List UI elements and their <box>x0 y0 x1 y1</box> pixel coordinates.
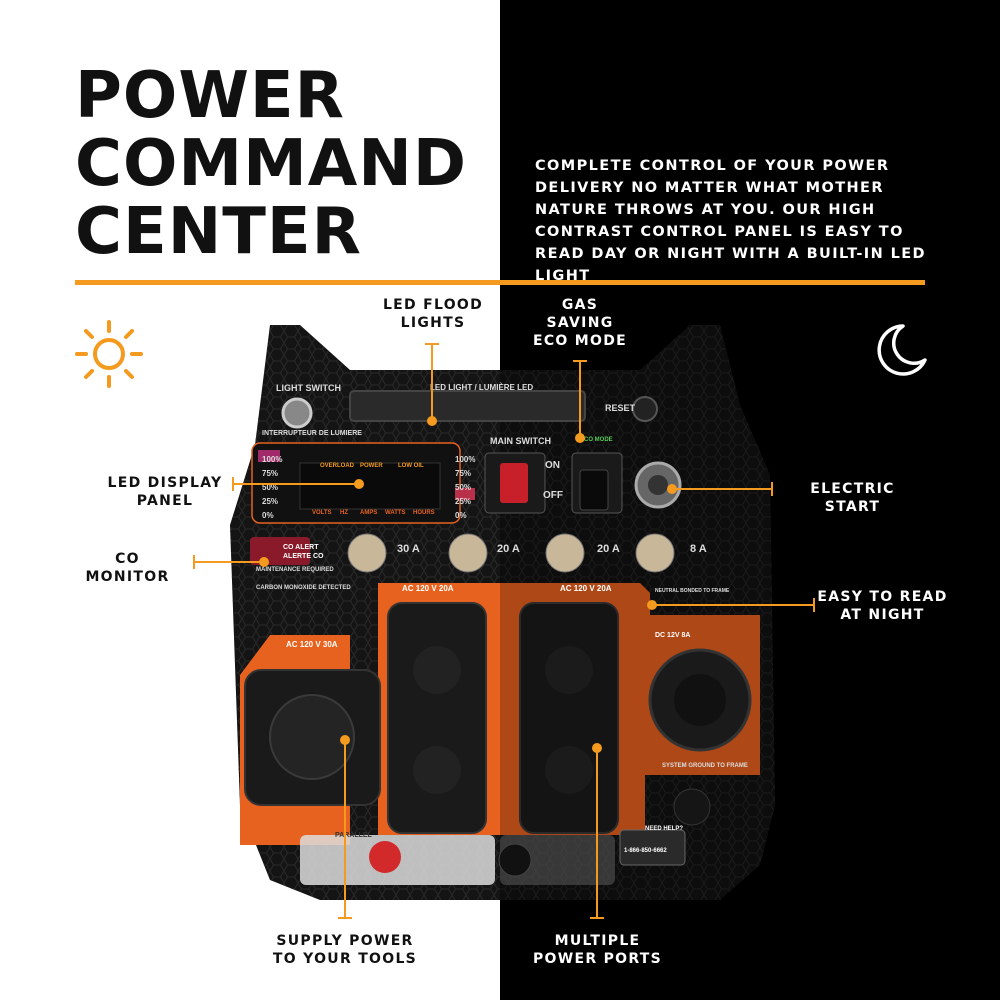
watts-label: WATTS <box>385 510 406 516</box>
led-light-label: LED LIGHT / LUMIÈRE LED <box>430 383 534 392</box>
level-100-right: 100% <box>455 455 476 464</box>
description: COMPLETE CONTROL OF YOUR POWER DELIVERY … <box>535 158 926 284</box>
low-oil-label: LOW OIL <box>398 463 424 469</box>
callout-line-supply-power <box>344 740 346 918</box>
callout-gas-saving: GAS SAVING ECO MODE <box>532 297 628 349</box>
phone-label: 1-866-850-6662 <box>624 848 667 854</box>
ac-30a-label: AC 120 V 30A <box>286 640 338 649</box>
callout-line-co-monitor <box>193 561 263 563</box>
power-label: POWER <box>360 463 383 469</box>
co-alert-fr-label: ALERTE CO <box>283 553 324 560</box>
level-scale-left: 100% 75% 50% 25% 0% <box>262 453 282 523</box>
co-detected-label: CARBON MONOXIDE DETECTED <box>256 585 351 591</box>
callout-cap-gas-saving <box>573 360 587 362</box>
volts-label: VOLTS <box>312 510 332 516</box>
level-50: 50% <box>262 483 279 492</box>
light-switch-label: LIGHT SWITCH <box>276 383 341 393</box>
callout-cap-multiple-ports <box>590 917 604 919</box>
divider-line <box>75 280 925 285</box>
callout-line-multiple-ports <box>596 748 598 918</box>
moon-icon <box>877 324 927 376</box>
callout-line-gas-saving <box>579 360 581 438</box>
reset-label: RESET <box>605 403 636 413</box>
ac-20a-label-2: AC 120 V 20A <box>560 584 612 593</box>
callout-dot-easy-read <box>647 600 657 610</box>
callout-cap-supply-power <box>338 917 352 919</box>
level-50-right: 50% <box>455 483 472 492</box>
neutral-label: NEUTRAL BONDED TO FRAME <box>655 588 730 594</box>
light-switch-fr-label: INTERRUPTEUR DE LUMIERE <box>262 430 362 437</box>
level-scale-right: 100% 75% 50% 25% 0% <box>455 453 475 523</box>
callout-cap-led-flood <box>425 343 439 345</box>
maintenance-label: MAINTENANCE REQUIRED <box>256 567 334 573</box>
on-label: ON <box>545 460 560 471</box>
need-help-label: NEED HELP? <box>645 826 684 832</box>
parallel-label: PARALLEL <box>335 832 372 839</box>
level-100: 100% <box>262 455 283 464</box>
callout-dot-led-flood <box>427 416 437 426</box>
headline-line-3: CENTER <box>75 195 362 269</box>
callout-line-led-display <box>232 483 357 485</box>
headline: POWER COMMAND CENTER <box>75 62 495 266</box>
level-0: 0% <box>262 511 274 520</box>
control-panel <box>230 325 775 900</box>
callout-line-electric-start <box>672 488 772 490</box>
breaker-20a-2: 20 A <box>597 543 620 555</box>
level-75-right: 75% <box>455 469 472 478</box>
callout-dot-electric-start <box>667 484 677 494</box>
ac-20a-label-1: AC 120 V 20A <box>402 584 454 593</box>
callout-line-easy-read <box>652 604 814 606</box>
callout-dot-led-display <box>354 479 364 489</box>
callout-multiple-ports: MULTIPLE POWER PORTS <box>532 933 663 967</box>
callout-dot-multiple-ports <box>592 743 602 753</box>
callout-led-display: LED DISPLAY PANEL <box>107 475 223 509</box>
callout-supply-power: SUPPLY POWER TO YOUR TOOLS <box>272 933 418 967</box>
breaker-20a-1: 20 A <box>497 543 520 555</box>
hours-label: HOURS <box>413 510 435 516</box>
co-alert-label: CO ALERT <box>283 544 319 551</box>
headline-line-1: POWER <box>75 59 345 133</box>
callout-line-led-flood <box>431 343 433 423</box>
callout-dot-gas-saving <box>575 433 585 443</box>
callout-easy-read: EASY TO READ AT NIGHT <box>817 589 948 623</box>
headline-line-2: COMMAND <box>75 127 467 201</box>
system-ground-label: SYSTEM GROUND TO FRAME <box>662 763 748 769</box>
callout-cap-electric-start <box>771 482 773 496</box>
level-0-right: 0% <box>455 511 467 520</box>
amps-label: AMPS <box>360 510 378 516</box>
callout-led-flood: LED FLOOD LIGHTS <box>382 297 484 331</box>
callout-electric-start: ELECTRIC START <box>810 481 895 515</box>
eco-mode-label: ECO MODE <box>580 437 613 443</box>
callout-cap-co-monitor <box>193 555 195 569</box>
level-75: 75% <box>262 469 279 478</box>
sun-icon <box>75 320 143 388</box>
level-25: 25% <box>262 497 279 506</box>
callout-dot-supply-power <box>340 735 350 745</box>
callout-cap-led-display <box>232 477 234 491</box>
breaker-8a: 8 A <box>690 543 707 555</box>
hz-label: HZ <box>340 510 348 516</box>
breaker-30a: 30 A <box>397 543 420 555</box>
callout-cap-easy-read <box>813 598 815 612</box>
dc-label: DC 12V 8A <box>655 632 691 639</box>
level-25-right: 25% <box>455 497 472 506</box>
overload-label: OVERLOAD <box>320 463 355 469</box>
callout-co-monitor: CO MONITOR <box>85 551 170 585</box>
callout-dot-co-monitor <box>259 557 269 567</box>
main-switch-label: MAIN SWITCH <box>490 436 551 446</box>
off-label: OFF <box>543 490 563 501</box>
